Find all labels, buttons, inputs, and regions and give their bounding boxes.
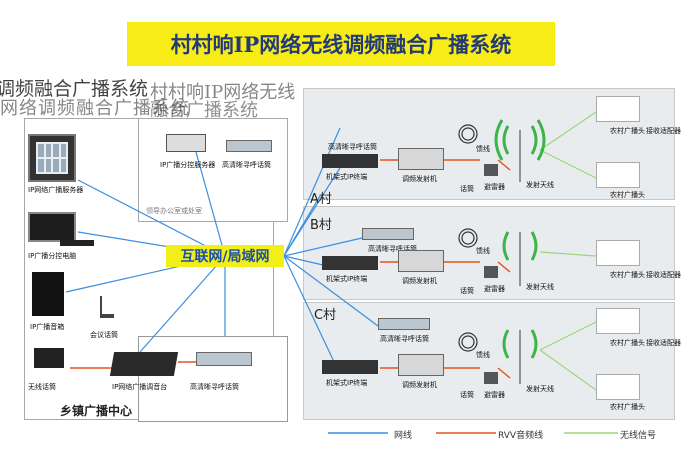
ghost-text-2: 村村响IP网络无线 [150,82,296,103]
village-a-arrester-icon [484,164,498,176]
village-c-horn-2-label: 农村广播头 [610,403,645,411]
village-b-transmitter-label: 调频发射机 [402,277,437,285]
ip-server-icon [28,134,76,182]
village-b-horn-icon [596,240,640,266]
village-b-arrester-label: 避雷器 [484,285,505,293]
conference-mic-icon [100,296,114,318]
rvv-lines [70,159,511,379]
town-pager-label: 高清晰寻呼话筒 [190,383,239,391]
network-label: 互联网/局域网 [166,245,284,267]
village-c-transmitter-label: 调频发射机 [402,381,437,389]
control-pc-icon [28,212,76,242]
wireless-mic-label: 无线话筒 [28,383,56,391]
legend-network: 网线 [394,431,413,441]
ghost-text-4: 融合广播系统 [150,100,258,121]
village-a-horn-2-icon [596,162,640,188]
village-b-transmitter-icon [398,250,444,272]
village-c-horn-2-icon [596,374,640,400]
ip-speaker-icon [32,272,64,316]
village-b-receiver-label: 接收适配器 [646,271,681,279]
village-c-terminal-icon [322,360,378,374]
ip-speaker-label: IP广播音箱 [30,323,65,331]
keyboard-icon [60,240,94,246]
village-c-mic-label: 话筒 [460,391,474,399]
village-a-label: A村 [310,192,332,207]
village-b-antenna-label: 发射天线 [526,283,554,291]
village-a-receiver-1-label: 接收适配器 [646,127,681,135]
branch-server-icon [166,134,206,152]
town-center-label: 乡镇广播中心 [60,404,133,418]
village-a-terminal-label: 机架式IP终端 [326,173,368,181]
ghost-text-3: 网络调频融合广播系统 [0,98,190,119]
ip-control-pc-label: IP广播分控电脑 [28,252,77,260]
conference-mic-label: 会议话筒 [90,331,118,339]
title-banner: 村村响IP网络无线调频融合广播系统 [127,22,555,66]
village-c-horn-1-icon [596,308,640,334]
village-a-horn-1-label: 农村广播头 [610,127,645,135]
village-a-horn-2-label: 农村广播头 [610,191,645,199]
village-c-terminal-label: 机架式IP终端 [326,379,368,387]
village-c-feeder-label: 馈线 [476,351,490,359]
village-c-pager-icon [378,318,430,330]
village-a-pager-label: 高清晰寻呼话筒 [328,143,377,151]
village-c-arrester-label: 避雷器 [484,391,505,399]
wireless-mic-icon [34,348,64,368]
village-b-mic-label: 话筒 [460,287,474,295]
wireless-lines [539,111,597,391]
branch-pager-icon [226,140,272,152]
wifi-signal-icons [494,119,546,359]
ghost-text-1: 调频融合广播系统 [0,78,149,100]
village-b-horn-label: 农村广播头 [610,271,645,279]
village-b-terminal-label: 机架式IP终端 [326,275,368,283]
ip-mixer-label: IP网络广播调音台 [112,383,168,391]
village-b-label: B村 [310,218,332,233]
village-c-antenna-label: 发射天线 [526,385,554,393]
village-a-terminal-icon [322,154,378,168]
village-c-transmitter-icon [398,354,444,376]
village-c-arrester-icon [484,372,498,384]
village-a-feeder-label: 馈线 [476,145,490,153]
village-b-feeder-label: 馈线 [476,247,490,255]
village-a-horn-1-icon [596,96,640,122]
village-b-arrester-icon [484,266,498,278]
town-center-inner-frame [138,336,288,422]
village-b-pager-icon [362,228,414,240]
legend-wireless: 无线信号 [620,431,657,441]
village-c-receiver-label: 接收适配器 [646,339,681,347]
feeder-coil-icons [458,124,478,352]
village-a-mic-label: 话筒 [460,185,474,193]
village-c-label: C村 [314,308,337,323]
diagram-title: 村村响IP网络无线调频融合广播系统 [170,32,512,57]
legend-rvv: RVV音频线 [498,431,544,441]
village-a-transmitter-label: 调频发射机 [402,175,437,183]
ip-server-label: IP网络广播服务器 [28,186,84,194]
village-a-antenna-label: 发射天线 [526,181,554,189]
village-b-pager-label: 高清晰寻呼话筒 [368,245,417,253]
village-c-pager-label: 高清晰寻呼话筒 [380,335,429,343]
village-c-horn-1-label: 农村广播头 [610,339,645,347]
branch-pager-label: 高清晰寻呼话筒 [222,161,271,169]
branch-obscured-note: 领导办公室或处室 [146,207,202,215]
village-b-terminal-icon [322,256,378,270]
branch-frame [138,118,288,222]
village-a-transmitter-icon [398,148,444,170]
village-a-arrester-label: 避雷器 [484,183,505,191]
town-pager-icon [196,352,252,366]
branch-server-label: IP广播分控服务器 [160,161,216,169]
ip-mixer-icon [109,352,179,376]
